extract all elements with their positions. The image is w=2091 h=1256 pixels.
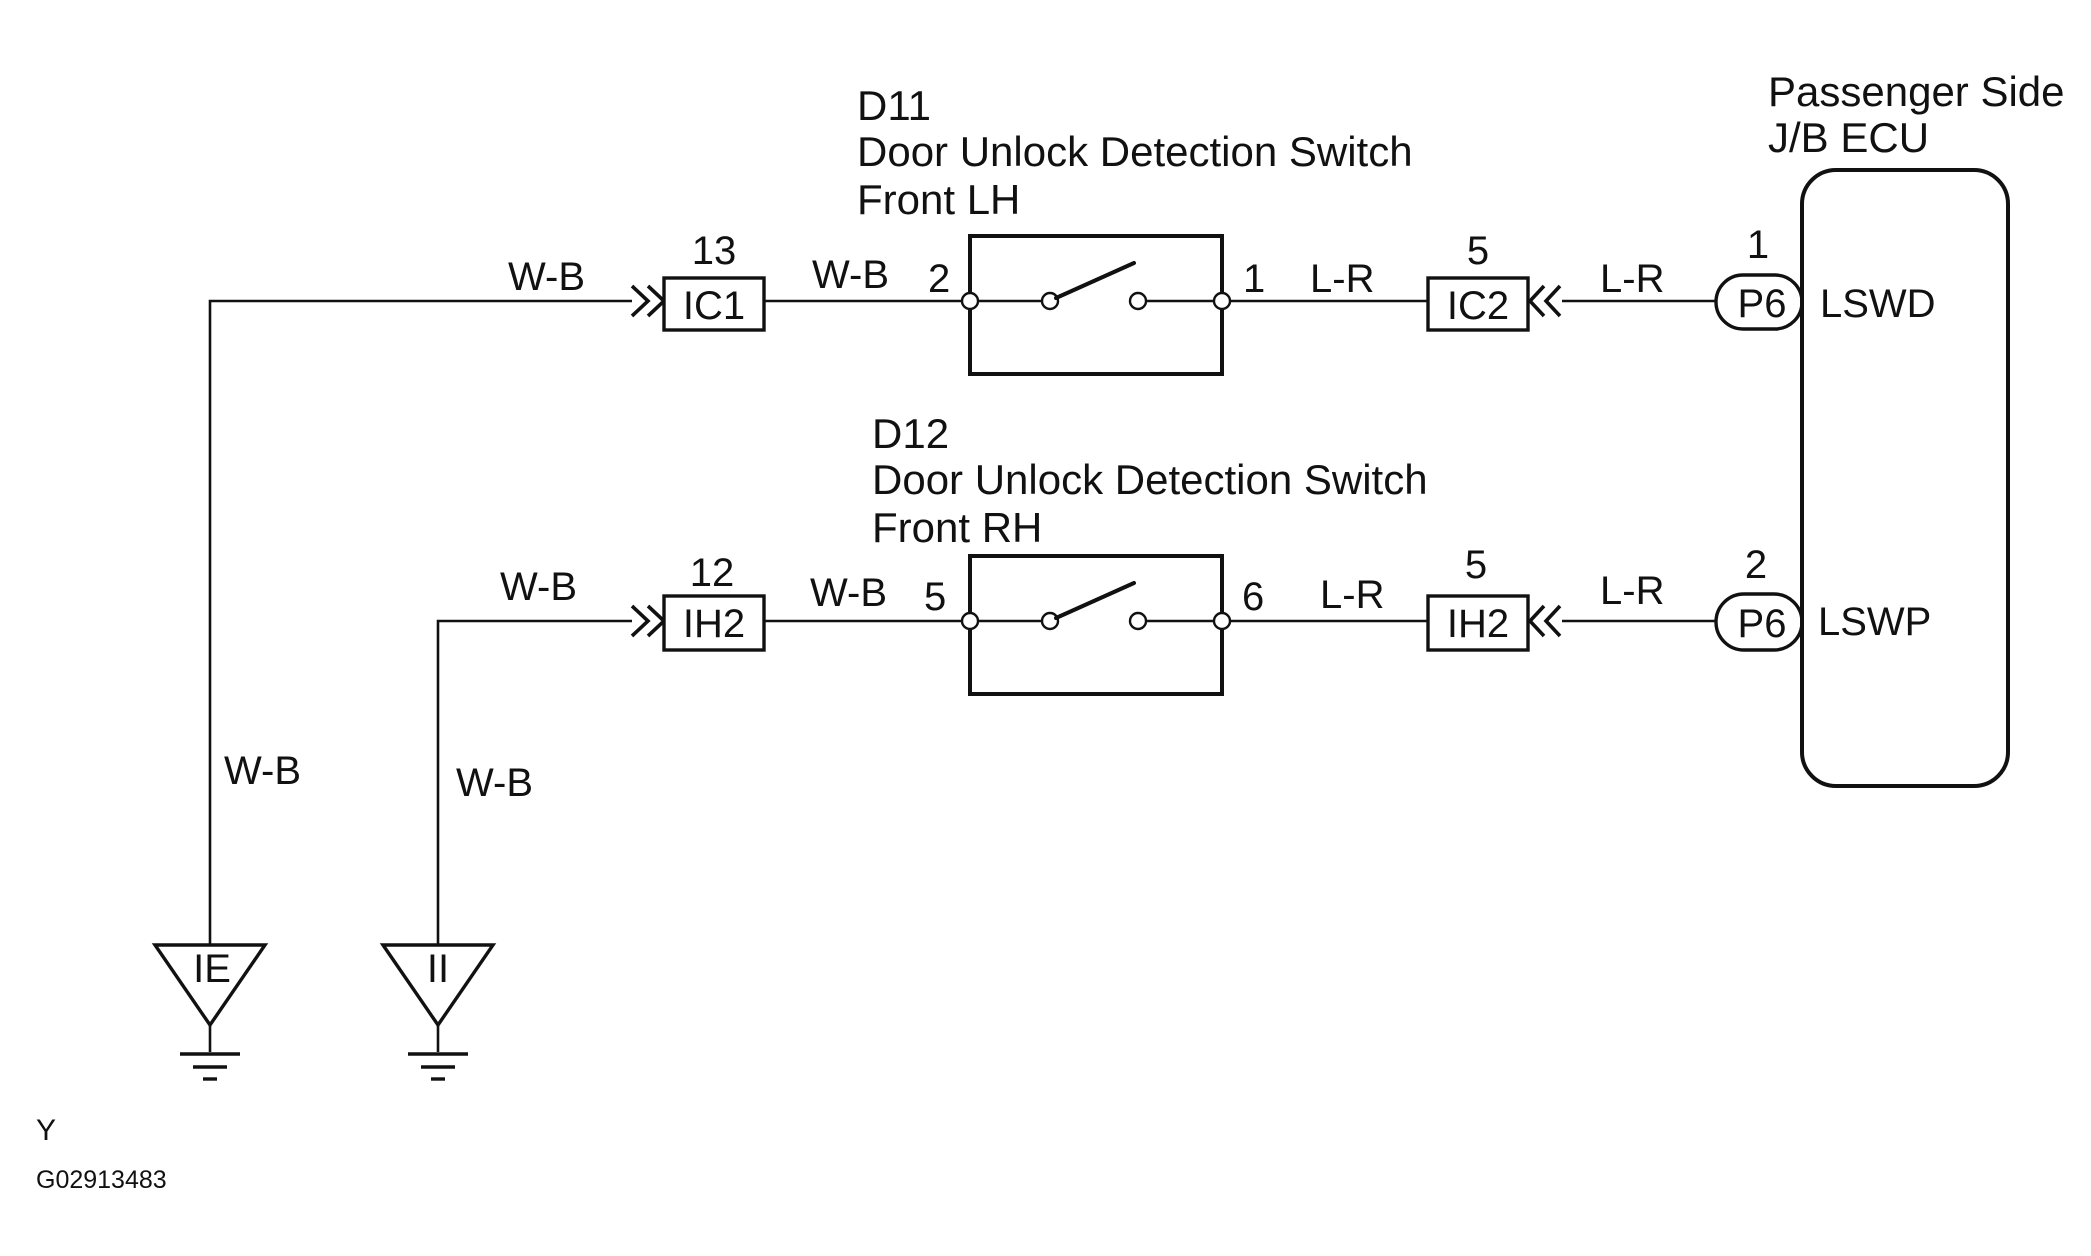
d11-name: Door Unlock Detection Switch — [857, 128, 1413, 175]
ih2-right-connector — [1426, 594, 1530, 652]
footer-code: G02913483 — [36, 1166, 167, 1194]
wire-label-ih2-to-p6: L-R — [1600, 569, 1664, 613]
d11-pin-right-label: 1 — [1243, 257, 1265, 301]
ih2-right-female-chevron — [1527, 604, 1562, 638]
ih2-left-pin: 12 — [690, 551, 735, 595]
wire-label-ic1-to-d11: W-B — [812, 253, 889, 297]
ground-ii-label: II — [427, 947, 449, 991]
ih2-right-pin: 5 — [1465, 543, 1487, 587]
d11-contact-right — [1128, 291, 1148, 311]
d11-pin-left-node — [960, 291, 980, 311]
ecu-terminal-lswd: LSWD — [1820, 282, 1936, 326]
wire-label-ih2-to-d12: W-B — [810, 571, 887, 615]
d11-pin-left-label: 2 — [928, 257, 950, 301]
ic2-label: IC2 — [1447, 284, 1509, 328]
ih2-left-label: IH2 — [683, 602, 745, 646]
footer-letter: Y — [36, 1114, 56, 1147]
wire-label-d12-to-ih2: L-R — [1320, 573, 1384, 617]
ic2-female-chevron — [1527, 284, 1562, 318]
d12-code: D12 — [872, 410, 949, 457]
ecu-title-line1: Passenger Side — [1768, 68, 2065, 115]
ic2-pin: 5 — [1467, 229, 1489, 273]
d11-contact-left — [1040, 291, 1060, 311]
ic1-pin: 13 — [692, 229, 737, 273]
ic1-connector — [662, 276, 766, 332]
ic2-connector — [1426, 276, 1530, 332]
ecu-box — [1800, 168, 2010, 788]
wire-label-ic2-to-p6: L-R — [1600, 257, 1664, 301]
d12-pin-left-node — [960, 611, 980, 631]
d11-pin-right-node — [1212, 291, 1232, 311]
ground-ie-triangle — [151, 943, 269, 1029]
p6-top-pin: 1 — [1747, 223, 1769, 267]
bottom-ground-wire — [436, 619, 632, 1012]
ecu-terminal-lswp: LSWP — [1818, 600, 1931, 644]
d12-pin-right-label: 6 — [1242, 575, 1264, 619]
d12-switch-box — [968, 554, 1224, 696]
top-ground-wire — [208, 299, 632, 1012]
d12-pin-right-node — [1212, 611, 1232, 631]
d12-switch-arm — [1054, 581, 1136, 620]
ih2-left-male-chevron — [630, 604, 667, 638]
d12-side: Front RH — [872, 504, 1042, 551]
ground-ii-triangle — [379, 943, 497, 1029]
ground-right: II — [379, 943, 497, 1081]
bottom-circuit: IH2 12 IH2 5 P6 2 W-B W-B 5 6 L-R L-R W-… — [436, 410, 1804, 1012]
d12-name: Door Unlock Detection Switch — [872, 456, 1428, 503]
ih2-right-label: IH2 — [1447, 602, 1509, 646]
top-circuit: IC1 13 IC2 5 P6 1 W-B W-B 2 1 L-R L-R W-… — [208, 82, 1804, 1012]
d12-pin-left-label: 5 — [924, 575, 946, 619]
ic1-label: IC1 — [683, 284, 745, 328]
wire-label-bottom-ground-vertical: W-B — [456, 761, 533, 805]
d12-contact-right — [1128, 611, 1148, 631]
d11-side: Front LH — [857, 176, 1020, 223]
d11-switch-arm — [1054, 261, 1136, 300]
d11-switch-box — [968, 234, 1224, 376]
ground-left: IE — [151, 943, 269, 1081]
p6-top-label: P6 — [1738, 282, 1787, 326]
ic1-male-chevron — [630, 284, 667, 318]
p6-bottom-pin: 2 — [1745, 543, 1767, 587]
ih2-left-connector — [662, 594, 766, 652]
wire-label-bottom-to-ih2: W-B — [500, 565, 577, 609]
ecu-title-line2: J/B ECU — [1768, 114, 1929, 161]
wire-label-d11-to-ic2: L-R — [1310, 257, 1374, 301]
d11-code: D11 — [857, 82, 931, 129]
ecu-block: Passenger Side J/B ECU LSWD LSWP — [1768, 68, 2065, 788]
d12-contact-left — [1040, 611, 1060, 631]
ground-ie-label: IE — [193, 947, 231, 991]
wire-label-top-to-ic1: W-B — [508, 255, 585, 299]
wire-label-top-ground-vertical: W-B — [224, 749, 301, 793]
p6-bottom-label: P6 — [1738, 602, 1787, 646]
